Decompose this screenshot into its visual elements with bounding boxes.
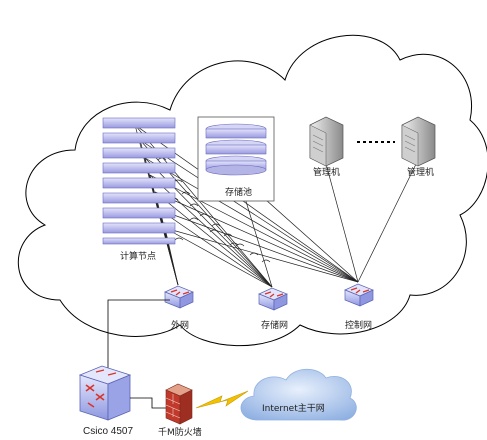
external-net-label: 外网 [171,319,189,331]
compute-nodes-label: 计算节点 [120,250,156,262]
switch-external: 外网 [164,285,194,331]
mgmt-server-left: 管理机 [309,116,344,178]
tower-server-icon [309,116,344,167]
compute-node-stack: 计算节点 [102,117,176,262]
storage-pool-label: 存储池 [225,186,252,198]
storage-net-label: 存储网 [261,319,288,331]
switch-storage: 存储网 [258,287,288,331]
firewall: 千M防火墙 [158,383,202,438]
internet-label: Internet主干网 [262,402,325,414]
firewall-label: 千M防火墙 [158,426,202,438]
mgmt-server-right: 管理机 [401,116,436,178]
firewall-icon [165,383,193,425]
core-switch-icon [78,365,132,421]
network-switch-icon [344,283,374,307]
mgmt-right-label: 管理机 [407,166,434,178]
server-rack-stack-icon [102,117,176,245]
core-switch-label: Csico 4507 [83,426,133,437]
internet-cloud: Internet主干网 [240,368,357,421]
mgmt-left-label: 管理机 [313,166,340,178]
core-switch: Csico 4507 [78,365,133,437]
storage-pool: 存储池 [197,116,275,202]
switch-control: 控制网 [344,283,374,331]
network-switch-icon [258,287,288,311]
disk-array-icon [205,123,267,176]
core-firewall-link [130,397,167,409]
internet-cloud-icon [240,368,357,421]
tower-server-icon [401,116,436,167]
uplink-line [107,299,170,375]
control-net-label: 控制网 [345,319,372,331]
lightning-link-icon [195,390,249,409]
network-switch-icon [164,285,194,309]
